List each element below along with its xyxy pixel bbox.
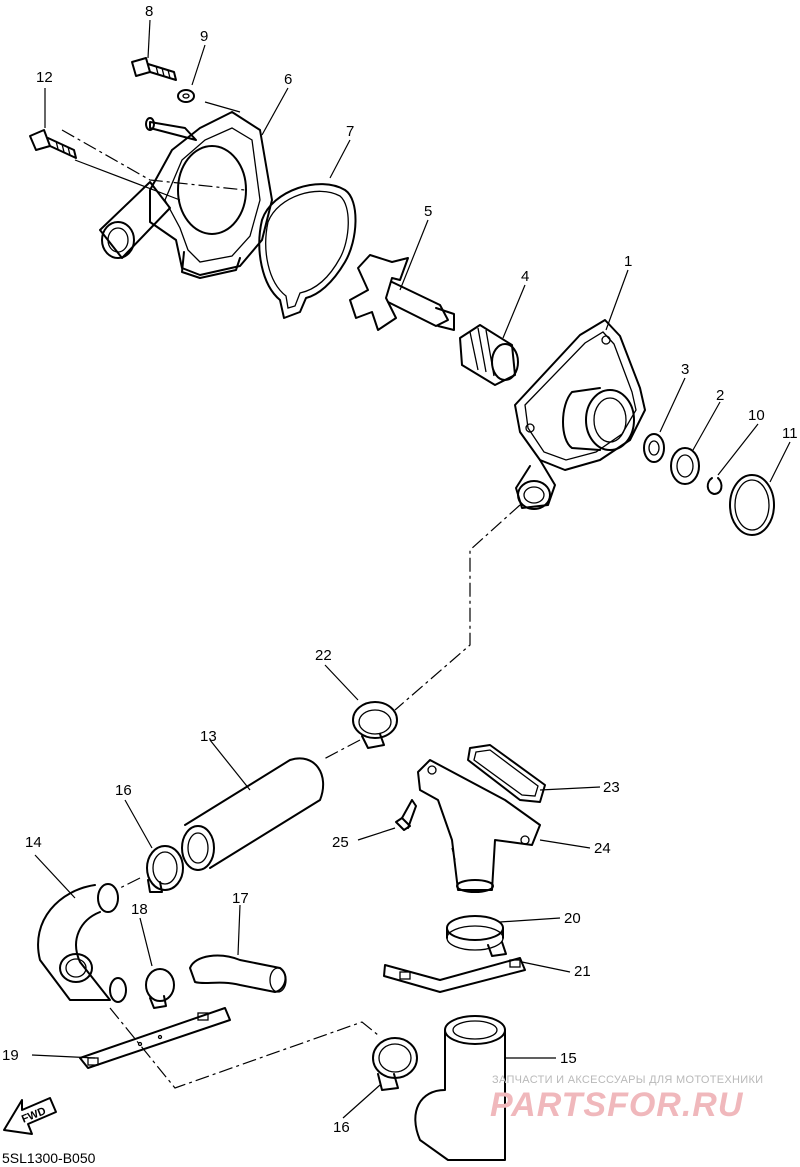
o-ring-11 — [729, 474, 775, 536]
callout-16-upper: 16 — [115, 782, 132, 799]
callout-19: 19 — [2, 1047, 19, 1064]
drawing-code: 5SL1300-B050 — [2, 1150, 96, 1166]
hose-15 — [414, 1015, 506, 1161]
callout-11: 11 — [782, 425, 798, 442]
clamp-16-lower — [372, 1037, 418, 1091]
callout-24: 24 — [594, 840, 611, 857]
bearing-3 — [643, 433, 665, 463]
callout-3: 3 — [681, 361, 689, 378]
callout-10: 10 — [748, 407, 765, 424]
callout-8: 8 — [145, 3, 153, 20]
callout-13: 13 — [200, 728, 217, 745]
hose-13 — [181, 757, 325, 871]
connection-lines — [61, 129, 521, 1089]
callout-5: 5 — [424, 203, 432, 220]
pump-housing-1 — [514, 319, 646, 510]
callout-4: 4 — [521, 268, 529, 285]
bolt-25 — [395, 799, 417, 831]
callout-21: 21 — [574, 963, 591, 980]
bracket-19 — [79, 1007, 231, 1069]
impeller-5 — [349, 254, 455, 331]
circlip-10 — [706, 477, 723, 495]
seal-4 — [459, 324, 519, 386]
callout-25: 25 — [332, 834, 349, 851]
watermark: ЗАПЧАСТИ И АКСЕССУАРЫ ДЛЯ МОТОТЕХНИКИ PA… — [490, 1074, 763, 1124]
watermark-brand: PARTSFOR.RU — [490, 1086, 744, 1124]
leader-lines — [31, 19, 791, 1119]
callout-20: 20 — [564, 910, 581, 927]
gasket-7 — [258, 183, 357, 319]
callout-15: 15 — [560, 1050, 577, 1067]
callout-numbers: 1 2 3 4 5 6 7 8 9 10 11 12 13 14 15 16 1… — [2, 3, 798, 1136]
fwd-arrow-icon: FWD — [3, 1097, 57, 1135]
callout-1: 1 — [624, 253, 632, 270]
pump-cover-6 — [99, 111, 273, 279]
clamp-20 — [446, 915, 507, 957]
oil-seal-2 — [670, 447, 700, 485]
bracket-21 — [383, 957, 526, 993]
callout-2: 2 — [716, 387, 724, 404]
callout-23: 23 — [603, 779, 620, 796]
callout-14: 14 — [25, 834, 42, 851]
clamp-16-upper — [146, 845, 184, 893]
thermostat-housing-24 — [417, 759, 541, 893]
callout-16-lower: 16 — [333, 1119, 350, 1136]
gasket-23 — [467, 744, 546, 803]
callout-6: 6 — [284, 71, 292, 88]
callout-9: 9 — [200, 28, 208, 45]
callout-18: 18 — [131, 901, 148, 918]
callout-22: 22 — [315, 647, 332, 664]
clamp-22 — [352, 701, 398, 749]
bolt-8 — [131, 57, 177, 81]
hose-14 — [37, 883, 127, 1003]
washer-9 — [177, 89, 195, 103]
hose-17 — [189, 954, 287, 993]
bolt-12 — [29, 129, 77, 159]
watermark-tagline: ЗАПЧАСТИ И АКСЕССУАРЫ ДЛЯ МОТОТЕХНИКИ — [492, 1074, 763, 1086]
callout-12: 12 — [36, 69, 53, 86]
callout-17: 17 — [232, 890, 249, 907]
clamp-18 — [145, 968, 175, 1009]
callout-7: 7 — [346, 123, 354, 140]
